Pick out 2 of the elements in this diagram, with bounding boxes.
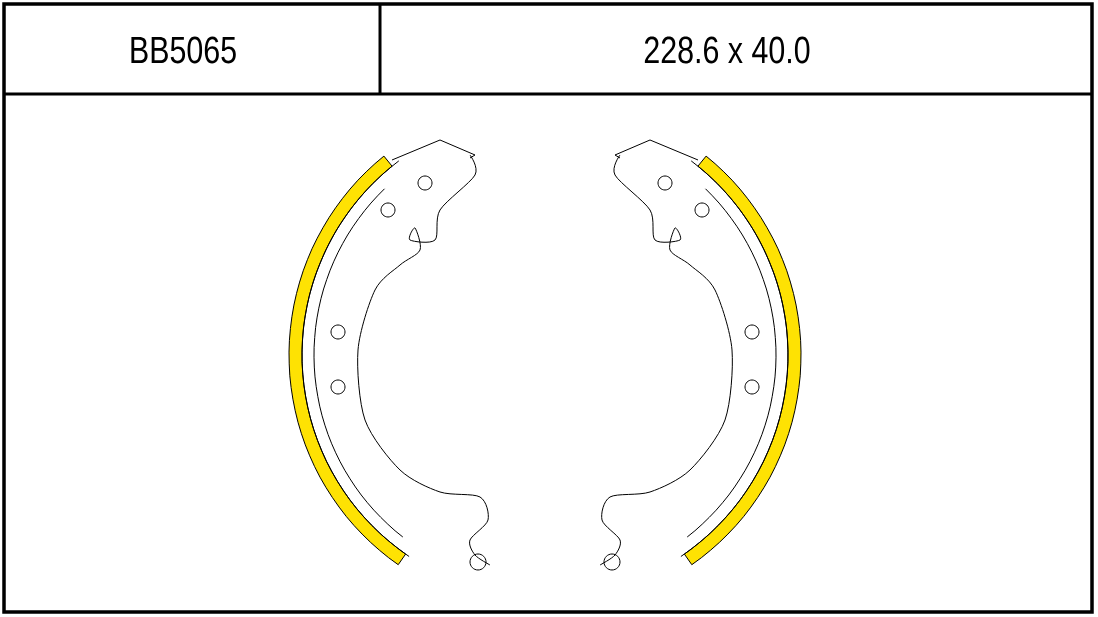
header-text: 228.6 x 40.0 bbox=[644, 36, 810, 64]
header-text: BB5065 bbox=[131, 36, 236, 64]
